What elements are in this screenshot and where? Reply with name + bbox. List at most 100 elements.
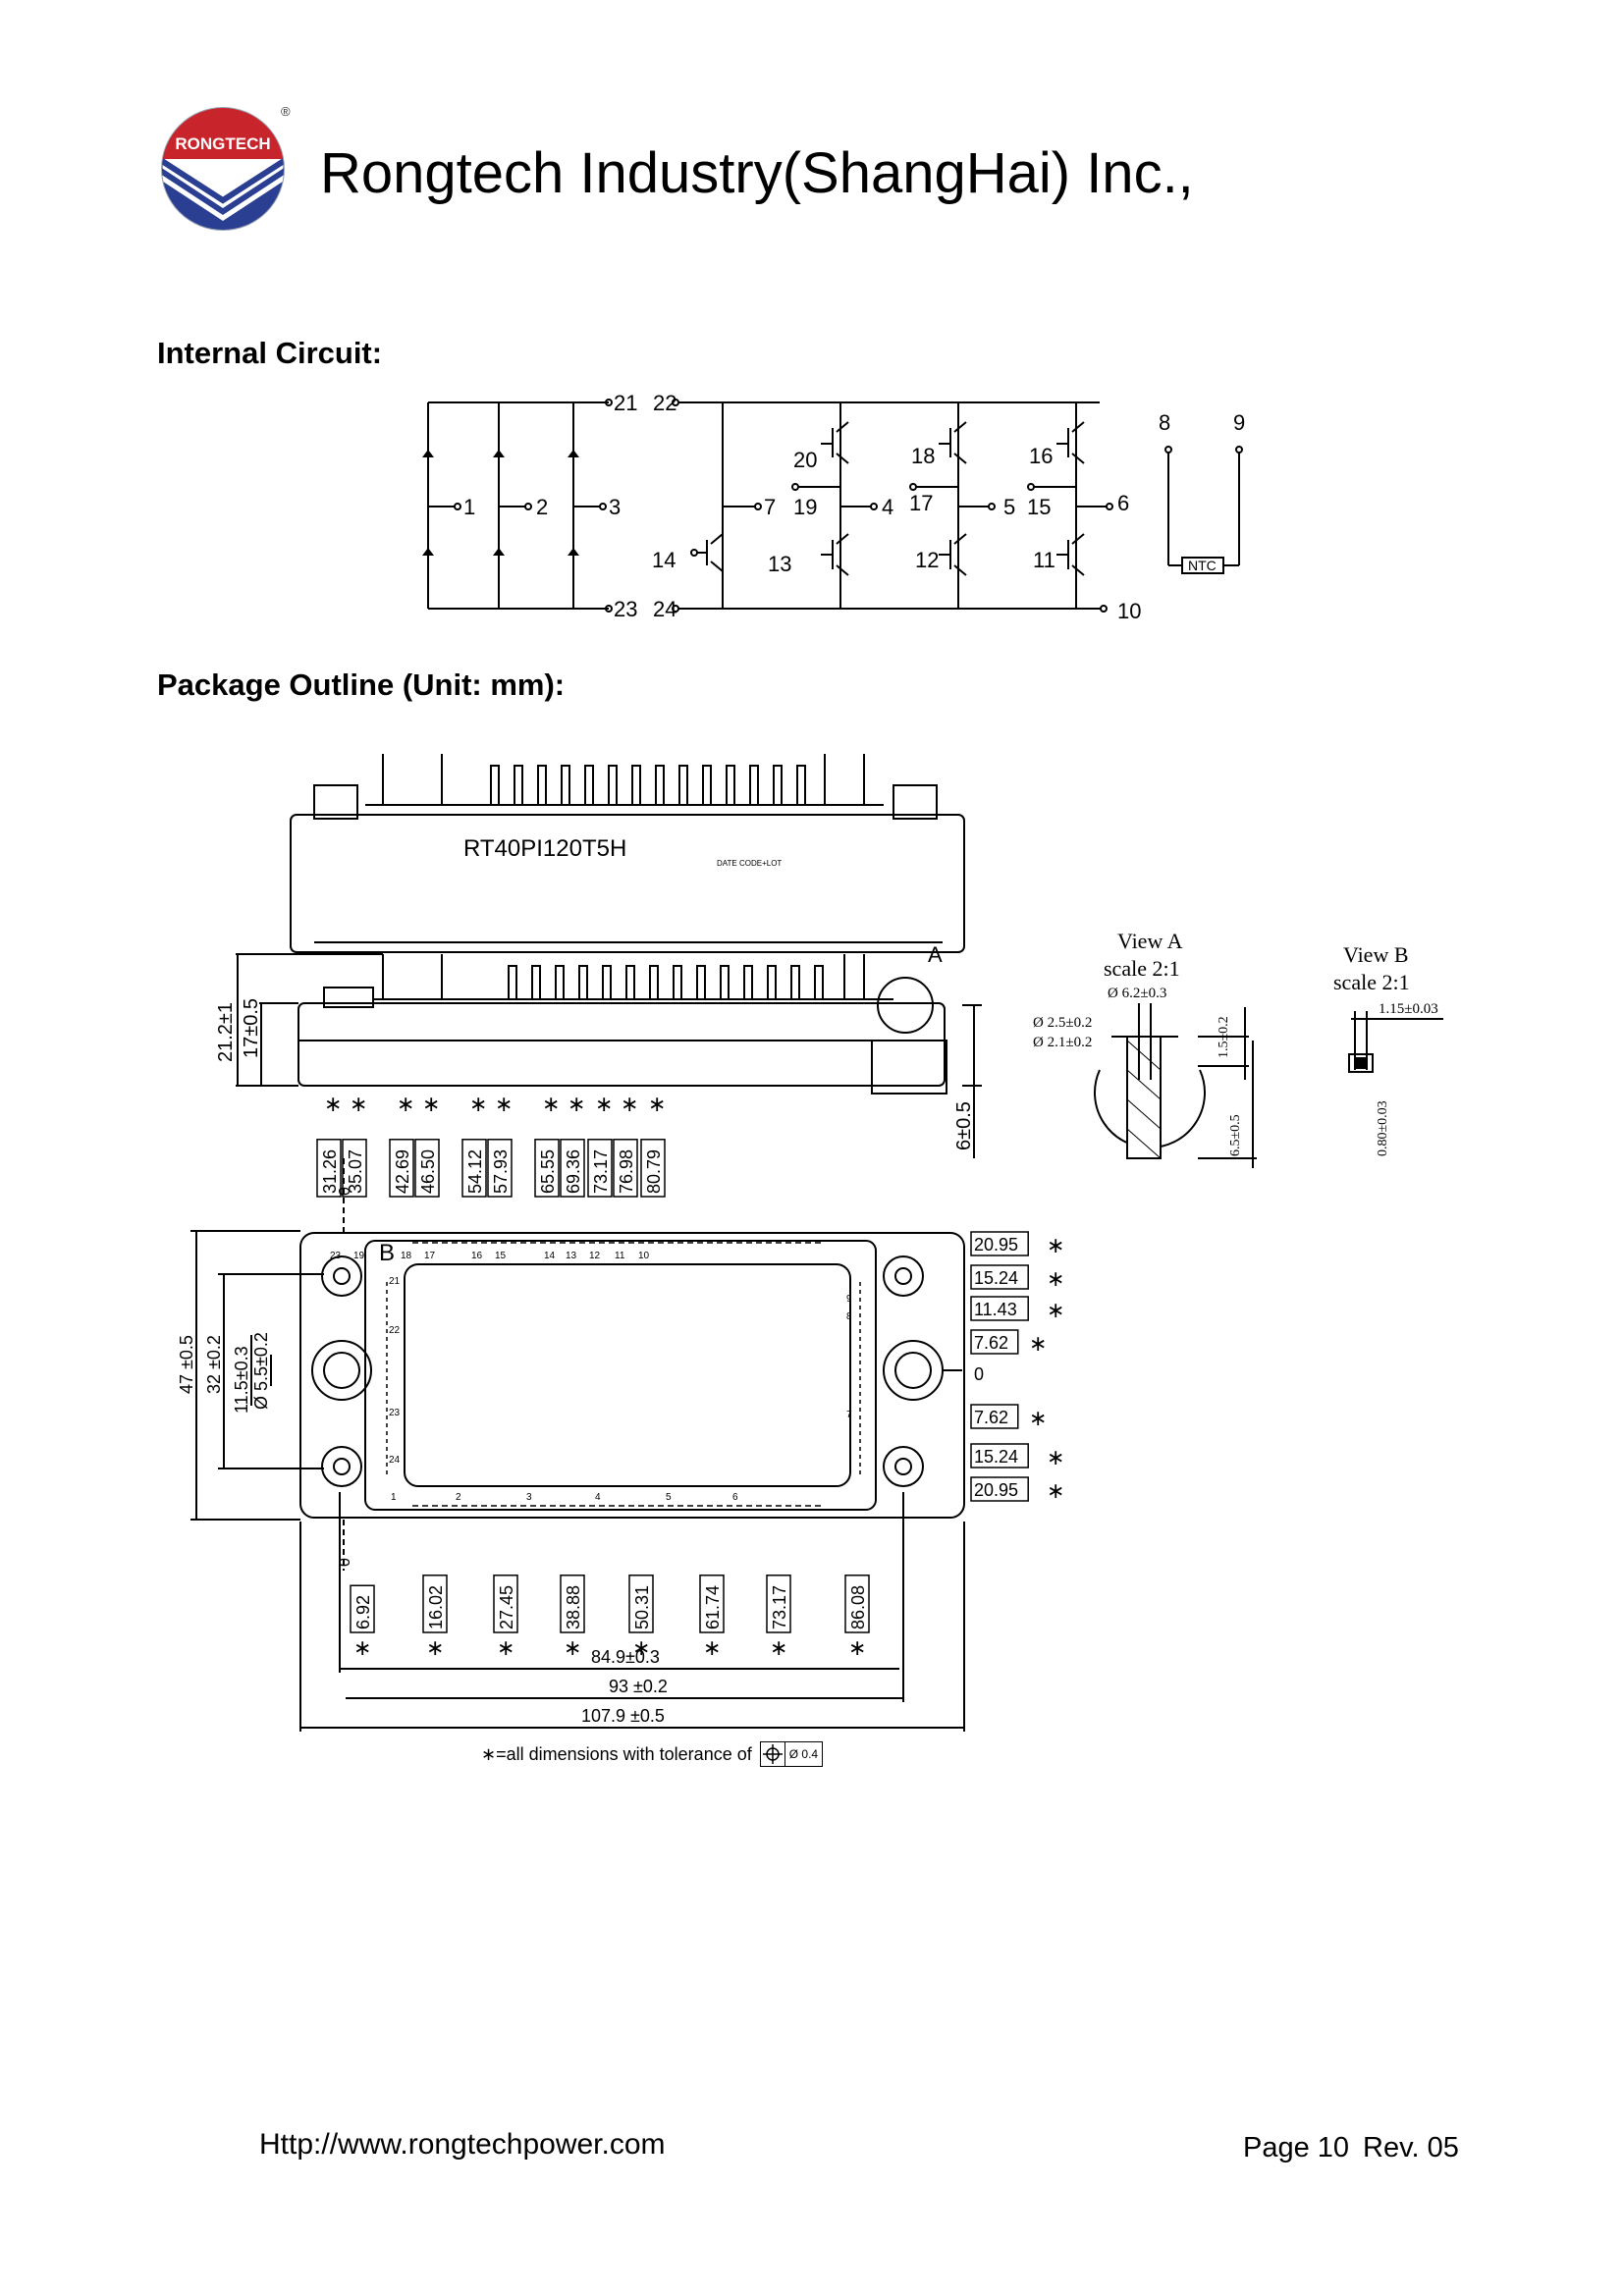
svg-text:18: 18 — [911, 444, 935, 468]
dim-right-11.43: 11.43 — [970, 1296, 1029, 1321]
svg-text:7.62: 7.62 — [974, 1408, 1008, 1427]
marker-a: A — [928, 942, 943, 967]
svg-text:20: 20 — [793, 448, 817, 472]
width-dim-2: 93 ±0.2 — [609, 1677, 668, 1696]
svg-text:20.95: 20.95 — [974, 1480, 1018, 1500]
pin-label-bottom-4: 4 — [595, 1492, 601, 1503]
svg-text:23: 23 — [614, 597, 637, 621]
svg-text:21: 21 — [614, 391, 637, 415]
dim-bottom-16.02: 16.02 — [422, 1575, 448, 1633]
internal-circuit-diagram: 21 22 23 24 1 2 3 7 19 4 17 5 15 6 8 9 1… — [412, 383, 1276, 628]
pin-label-bottom-1: 1 — [391, 1492, 397, 1503]
svg-text:15.24: 15.24 — [974, 1268, 1018, 1288]
logo-text: RONGTECH — [175, 134, 270, 153]
svg-text:5: 5 — [1003, 495, 1015, 519]
package-outline-title: Package Outline (Unit: mm): — [157, 667, 566, 702]
svg-text:4: 4 — [882, 495, 893, 519]
pin-label-top-19: 19 — [353, 1251, 365, 1261]
dim-star: ∗ — [621, 1092, 638, 1116]
svg-text:35.07: 35.07 — [346, 1149, 365, 1194]
dim-left-1: 32 ±0.2 — [204, 1335, 224, 1394]
svg-text:54.12: 54.12 — [465, 1149, 485, 1194]
width-dim-3: 107.9 ±0.5 — [581, 1706, 665, 1726]
pin-label-left-21: 21 — [389, 1276, 401, 1287]
view-b-title: View B — [1343, 942, 1409, 967]
svg-text:50.31: 50.31 — [632, 1585, 652, 1629]
dim-left-3: Ø 5.5±0.2 — [251, 1332, 271, 1410]
svg-text:20.95: 20.95 — [974, 1235, 1018, 1255]
svg-text:19: 19 — [793, 495, 817, 519]
height-body: 17±0.5 — [241, 998, 262, 1058]
svg-text:31.26: 31.26 — [320, 1149, 340, 1194]
dim-right-7.62: 7.62 — [970, 1329, 1019, 1355]
tolerance-value: Ø 0.4 — [788, 1747, 819, 1761]
view-b-dim-h: 0.80±0.03 — [1376, 1100, 1390, 1156]
dim-left-2: 11.5±0.3 — [232, 1346, 251, 1414]
pin-label-right-7: 7 — [846, 1410, 852, 1420]
position-tolerance-icon — [761, 1742, 785, 1766]
svg-text:15.24: 15.24 — [974, 1447, 1018, 1467]
dim-right-7.62: 7.62 — [970, 1404, 1019, 1429]
svg-text:65.55: 65.55 — [538, 1149, 558, 1194]
dim-star: ∗ — [426, 1635, 444, 1660]
svg-text:13: 13 — [768, 552, 791, 576]
footer-url[interactable]: Http://www.rongtechpower.com — [259, 2128, 666, 2161]
view-a-dim-v1: 1.5±0.2 — [1217, 1016, 1231, 1058]
dim-star: ∗ — [1047, 1478, 1064, 1503]
company-logo: RONGTECH ® — [157, 98, 304, 236]
dim-star: ∗ — [595, 1092, 613, 1116]
svg-text:8: 8 — [1159, 410, 1170, 435]
svg-text:6.92: 6.92 — [353, 1595, 373, 1629]
view-a-dia-1: Ø 2.5±0.2 — [1033, 1015, 1092, 1031]
pin-height: 6±0.5 — [953, 1101, 975, 1150]
dim-top-46.50: 46.50 — [414, 1139, 440, 1198]
svg-text:46.50: 46.50 — [418, 1149, 438, 1194]
view-a-dia-outer: Ø 6.2±0.3 — [1108, 986, 1166, 1001]
pin-label-left-22: 22 — [389, 1325, 401, 1336]
dim-star: ∗ — [469, 1092, 487, 1116]
dim-top-57.93: 57.93 — [487, 1139, 513, 1198]
marker-b: B — [379, 1240, 395, 1266]
dim-top-69.36: 69.36 — [560, 1139, 585, 1198]
pin-label-top-18: 18 — [401, 1251, 412, 1261]
dim-star: ∗ — [1029, 1406, 1047, 1430]
zero-label-top: 0 — [337, 1187, 353, 1196]
dim-bottom-61.74: 61.74 — [699, 1575, 725, 1633]
dim-star: ∗ — [632, 1635, 650, 1660]
pin-label-bottom-5: 5 — [666, 1492, 672, 1503]
dim-star: ∗ — [350, 1092, 367, 1116]
svg-text:61.74: 61.74 — [703, 1585, 723, 1629]
svg-text:12: 12 — [915, 548, 939, 572]
view-a-dim-v2: 6.5±0.5 — [1228, 1114, 1243, 1156]
svg-text:16: 16 — [1029, 444, 1053, 468]
zero-label-bottom: 0 — [337, 1558, 353, 1567]
svg-text:7: 7 — [764, 495, 776, 519]
dim-bottom-50.31: 50.31 — [628, 1575, 654, 1633]
dim-right-20.95: 20.95 — [970, 1476, 1029, 1502]
svg-text:11: 11 — [1033, 548, 1055, 572]
dim-bottom-6.92: 6.92 — [350, 1584, 375, 1633]
svg-text:6: 6 — [1117, 491, 1129, 515]
dim-right-15.24: 15.24 — [970, 1264, 1029, 1290]
dim-star: ∗ — [324, 1092, 342, 1116]
dim-top-54.12: 54.12 — [461, 1139, 487, 1198]
svg-text:7.62: 7.62 — [974, 1333, 1008, 1353]
svg-text:27.45: 27.45 — [497, 1585, 516, 1629]
pin-label-top-12: 12 — [589, 1251, 601, 1261]
internal-circuit-title: Internal Circuit: — [157, 336, 383, 370]
pin-label-top-16: 16 — [471, 1251, 483, 1261]
dim-bottom-73.17: 73.17 — [766, 1575, 791, 1633]
pin-label-top-17: 17 — [424, 1251, 436, 1261]
tolerance-note: ∗=all dimensions with tolerance of Ø 0.4 — [481, 1741, 824, 1767]
top-view: B — [190, 1158, 965, 1732]
svg-text:17: 17 — [909, 491, 933, 515]
ntc-label: NTC — [1188, 558, 1217, 573]
dim-star: ∗ — [1029, 1331, 1047, 1356]
svg-text:73.17: 73.17 — [591, 1149, 611, 1194]
dim-top-31.26: 31.26 — [316, 1139, 342, 1198]
view-b-detail: View B scale 2:1 1.15±0.03 0.80±0.03 — [1333, 942, 1443, 1156]
svg-text:42.69: 42.69 — [393, 1149, 412, 1194]
dim-star: ∗ — [422, 1092, 440, 1116]
dim-star: ∗ — [848, 1635, 866, 1660]
dim-top-35.07: 35.07 — [342, 1139, 367, 1198]
